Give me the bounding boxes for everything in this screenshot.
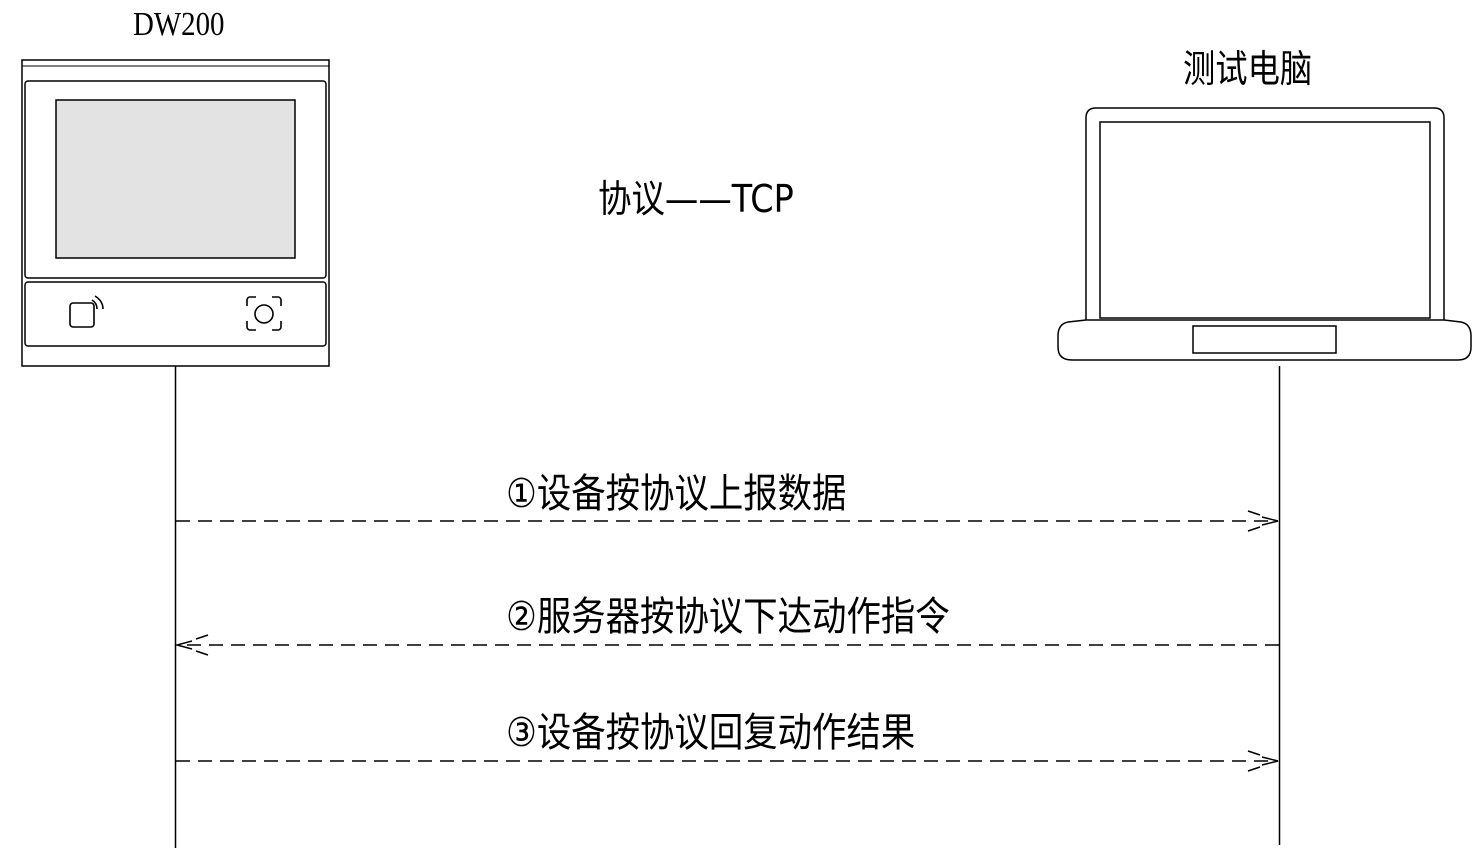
computer-label: 测试电脑 <box>1183 47 1313 91</box>
message-arrow-1 <box>176 510 1279 532</box>
message-label-1: ①设备按协议上报数据 <box>506 471 847 517</box>
nfc-card-icon <box>69 295 104 328</box>
laptop-icon <box>1057 107 1472 361</box>
camera-scan-icon <box>246 296 282 331</box>
device-terminal-icon <box>21 59 330 367</box>
message-arrow-2 <box>174 634 1279 656</box>
message-arrow-3 <box>176 750 1279 772</box>
message-label-3: ③设备按协议回复动作结果 <box>506 710 916 756</box>
device-label: DW200 <box>133 6 225 43</box>
message-label-2: ②服务器按协议下达动作指令 <box>506 594 950 640</box>
protocol-label: 协议——TCP <box>598 177 794 221</box>
